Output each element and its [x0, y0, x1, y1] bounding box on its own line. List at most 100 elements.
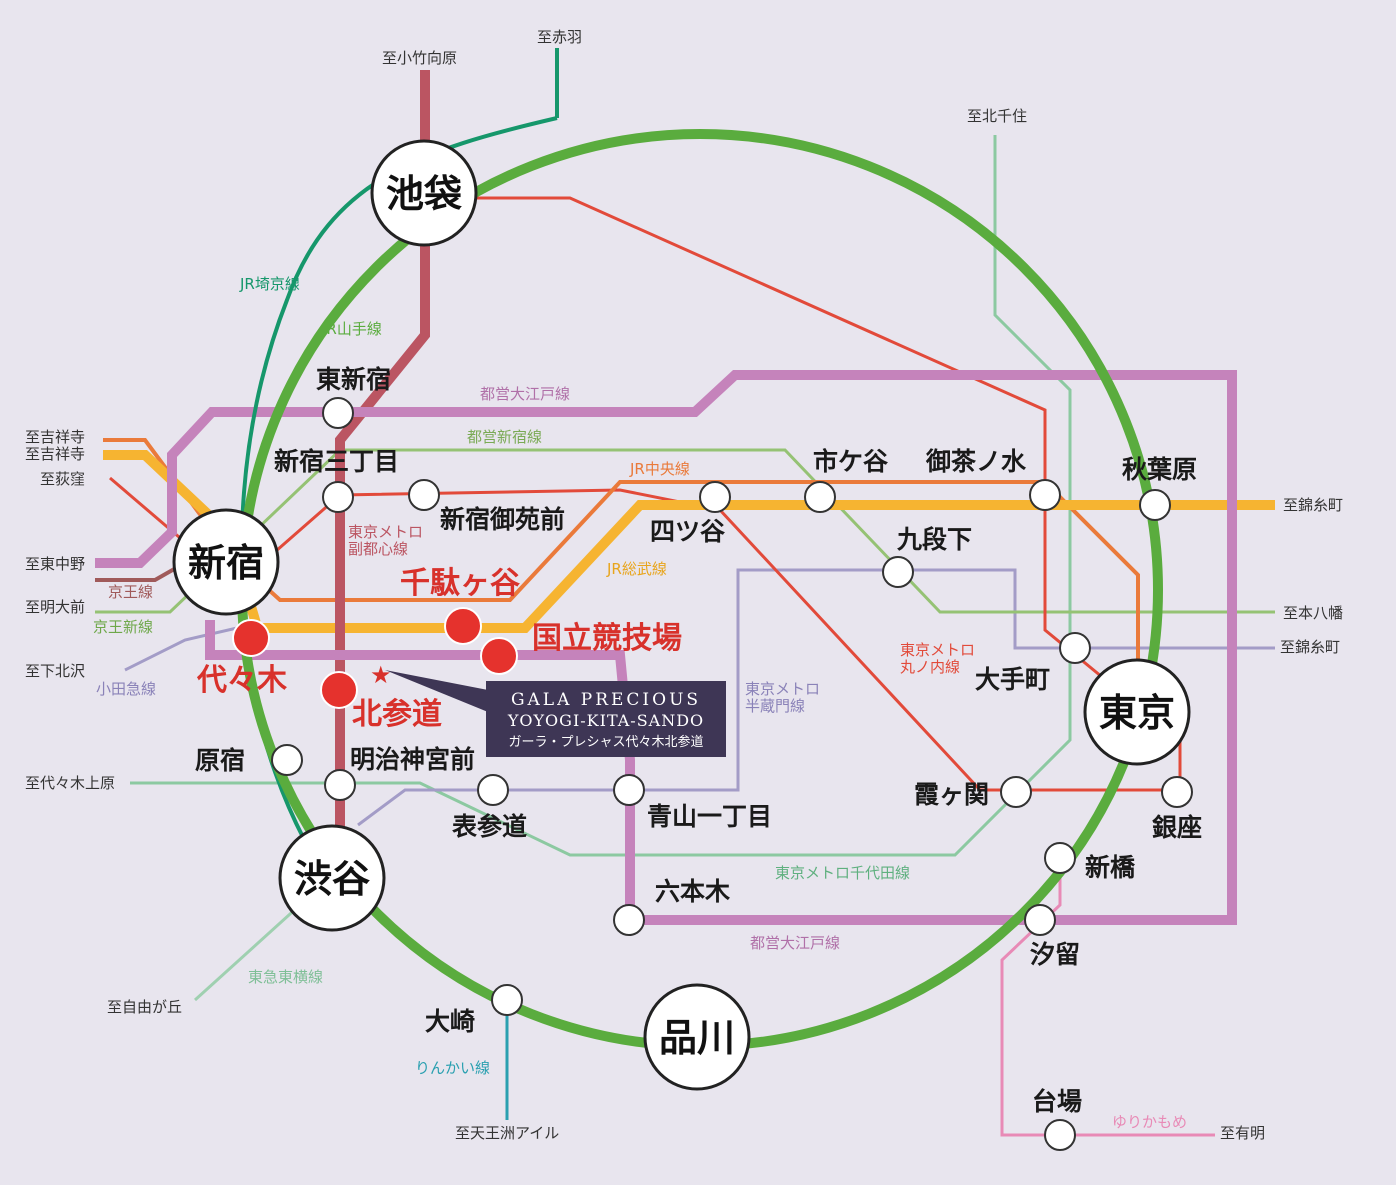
- callout-pointer: [385, 670, 488, 712]
- line-labels: JR埼京線 JR山手線 都営大江戸線 都営新宿線 JR中央線 JR総武線 東京メ…: [93, 275, 1187, 1131]
- station-marker-sendagaya[interactable]: [444, 607, 482, 645]
- station-marker-shinagawa[interactable]: [643, 983, 751, 1091]
- line-oedo: [95, 370, 1237, 925]
- line-label-shinjuku: 都営新宿線: [467, 428, 542, 446]
- line-label-fukutoshin-2: 副都心線: [348, 540, 408, 558]
- direction-higashinakano: 至東中野: [25, 555, 85, 573]
- direction-tennozu: 至天王洲アイル: [455, 1124, 559, 1142]
- line-label-hanzomon-2: 半蔵門線: [745, 697, 805, 715]
- direction-yoyogiuehara: 至代々木上原: [25, 774, 115, 792]
- direction-ariake: 至有明: [1220, 1124, 1265, 1142]
- station-label-ginza: 銀座: [1152, 813, 1202, 842]
- property-callout: ★ GALA PRECIOUS YOYOGI-KITA-SANDO ガーラ・プレ…: [370, 661, 726, 757]
- station-marker-shinjukugyoenmae[interactable]: [408, 479, 440, 511]
- station-marker-ikebukuro[interactable]: [370, 139, 478, 247]
- direction-kinshicho-2: 至錦糸町: [1280, 638, 1340, 656]
- station-marker-yotsuya[interactable]: [699, 481, 731, 513]
- station-marker-osaki[interactable]: [491, 984, 523, 1016]
- line-label-marunouchi-1: 東京メトロ: [900, 641, 975, 659]
- station-marker-shinjuku[interactable]: [172, 508, 280, 616]
- station-marker-aoyamaitchome[interactable]: [613, 774, 645, 806]
- line-label-keio-new: 京王新線: [93, 618, 153, 636]
- minor-stations: [271, 397, 1193, 1151]
- station-label-ochanomizu: 御茶ノ水: [925, 447, 1027, 476]
- station-label-ikebukuro: 池袋: [386, 172, 462, 216]
- line-label-oedo-bottom: 都営大江戸線: [750, 934, 840, 952]
- direction-kichijoji-1: 至吉祥寺: [25, 428, 85, 446]
- line-label-yamanote: JR山手線: [321, 320, 382, 338]
- line-label-oedo-top: 都営大江戸線: [480, 385, 570, 403]
- line-label-fukutoshin-1: 東京メトロ: [348, 523, 423, 541]
- station-marker-harajuku[interactable]: [271, 744, 303, 776]
- line-label-chiyoda: 東京メトロ千代田線: [775, 864, 910, 882]
- station-marker-yoyogi[interactable]: [232, 619, 270, 657]
- direction-labels: 至小竹向原 至赤羽 至北千住 至吉祥寺 至吉祥寺 至荻窪 至東中野 至明大前 至…: [25, 28, 1343, 1142]
- station-marker-roppongi[interactable]: [613, 904, 645, 936]
- station-label-yotsuya: 四ツ谷: [650, 517, 726, 546]
- station-label-kudanshita: 九段下: [896, 525, 972, 554]
- station-marker-daiba[interactable]: [1044, 1119, 1076, 1151]
- direction-ogikubo: 至荻窪: [40, 470, 85, 488]
- station-label-kitasando: 北参道: [352, 697, 442, 732]
- station-label-meijijingumae: 明治神宮前: [350, 745, 475, 774]
- direction-shimokitazawa: 至下北沢: [25, 662, 85, 680]
- station-marker-akihabara[interactable]: [1139, 489, 1171, 521]
- station-marker-shiodome[interactable]: [1024, 904, 1056, 936]
- line-label-odakyu: 小田急線: [96, 680, 156, 698]
- station-marker-tokyo[interactable]: [1083, 658, 1191, 766]
- line-label-sobu: JR総武線: [606, 560, 667, 578]
- station-marker-shimbashi[interactable]: [1044, 842, 1076, 874]
- station-marker-kokuritsu[interactable]: [480, 637, 518, 675]
- station-marker-meijijingumae[interactable]: [324, 769, 356, 801]
- station-marker-shinjukusanchome[interactable]: [322, 481, 354, 513]
- station-label-kasumigaseki: 霞ヶ関: [914, 780, 989, 809]
- direction-meidaimae: 至明大前: [25, 598, 85, 616]
- station-label-kokuritsu: 国立競技場: [532, 621, 682, 656]
- line-label-toyoko: 東急東横線: [248, 968, 323, 986]
- direction-kotake: 至小竹向原: [382, 49, 457, 67]
- station-marker-ginza[interactable]: [1161, 776, 1193, 808]
- direction-akabane: 至赤羽: [537, 28, 582, 46]
- station-label-tokyo: 東京: [1099, 691, 1175, 735]
- station-label-shiodome: 汐留: [1030, 940, 1080, 969]
- station-label-shinjuku: 新宿: [188, 541, 264, 585]
- station-marker-kitasando[interactable]: [320, 671, 358, 709]
- station-label-ichigaya: 市ケ谷: [813, 447, 889, 476]
- highlight-stations: [232, 607, 518, 709]
- station-marker-kasumigaseki[interactable]: [1000, 776, 1032, 808]
- property-star-icon: ★: [370, 661, 392, 689]
- highlight-labels: 千駄ヶ谷 国立競技場 代々木 北参道: [196, 566, 682, 732]
- station-marker-kudanshita[interactable]: [882, 556, 914, 588]
- station-label-shinjukusanchome: 新宿三丁目: [274, 447, 399, 476]
- property-banner[interactable]: [486, 681, 726, 757]
- station-label-sendagaya: 千駄ヶ谷: [400, 566, 520, 601]
- station-label-osaki: 大崎: [425, 1007, 475, 1036]
- station-label-higashishinjuku: 東新宿: [316, 365, 391, 394]
- station-label-shibuya: 渋谷: [294, 857, 370, 901]
- station-label-shinagawa: 品川: [659, 1016, 735, 1060]
- station-marker-otemachi[interactable]: [1059, 632, 1091, 664]
- line-shinjuku: [95, 448, 1275, 614]
- station-marker-shibuya[interactable]: [278, 824, 386, 932]
- direction-kitasenju: 至北千住: [967, 107, 1027, 125]
- direction-motoyawata: 至本八幡: [1283, 604, 1343, 622]
- station-marker-omotesando[interactable]: [477, 774, 509, 806]
- station-label-aoyamaitchome: 青山一丁目: [647, 802, 772, 831]
- line-label-marunouchi-2: 丸ノ内線: [900, 658, 960, 676]
- line-label-chuo: JR中央線: [629, 460, 690, 478]
- line-label-saikyo: JR埼京線: [239, 275, 300, 293]
- line-hanzomon: [124, 568, 1275, 827]
- station-marker-ochanomizu[interactable]: [1029, 479, 1061, 511]
- major-stations: [172, 139, 1191, 1091]
- line-toyoko: [193, 903, 302, 1002]
- major-station-labels: 池袋 新宿 渋谷 品川 東京: [188, 172, 1175, 1060]
- direction-jiyugaoka: 至自由が丘: [107, 998, 182, 1016]
- line-label-rinkai: りんかい線: [415, 1059, 490, 1077]
- direction-kichijoji-2: 至吉祥寺: [25, 445, 85, 463]
- station-marker-higashishinjuku[interactable]: [322, 397, 354, 429]
- station-marker-ichigaya[interactable]: [804, 481, 836, 513]
- property-name-line3: ガーラ・プレシャス代々木北参道: [508, 734, 703, 750]
- station-label-harajuku: 原宿: [195, 746, 245, 775]
- property-name-line2: YOYOGI-KITA-SANDO: [507, 711, 704, 730]
